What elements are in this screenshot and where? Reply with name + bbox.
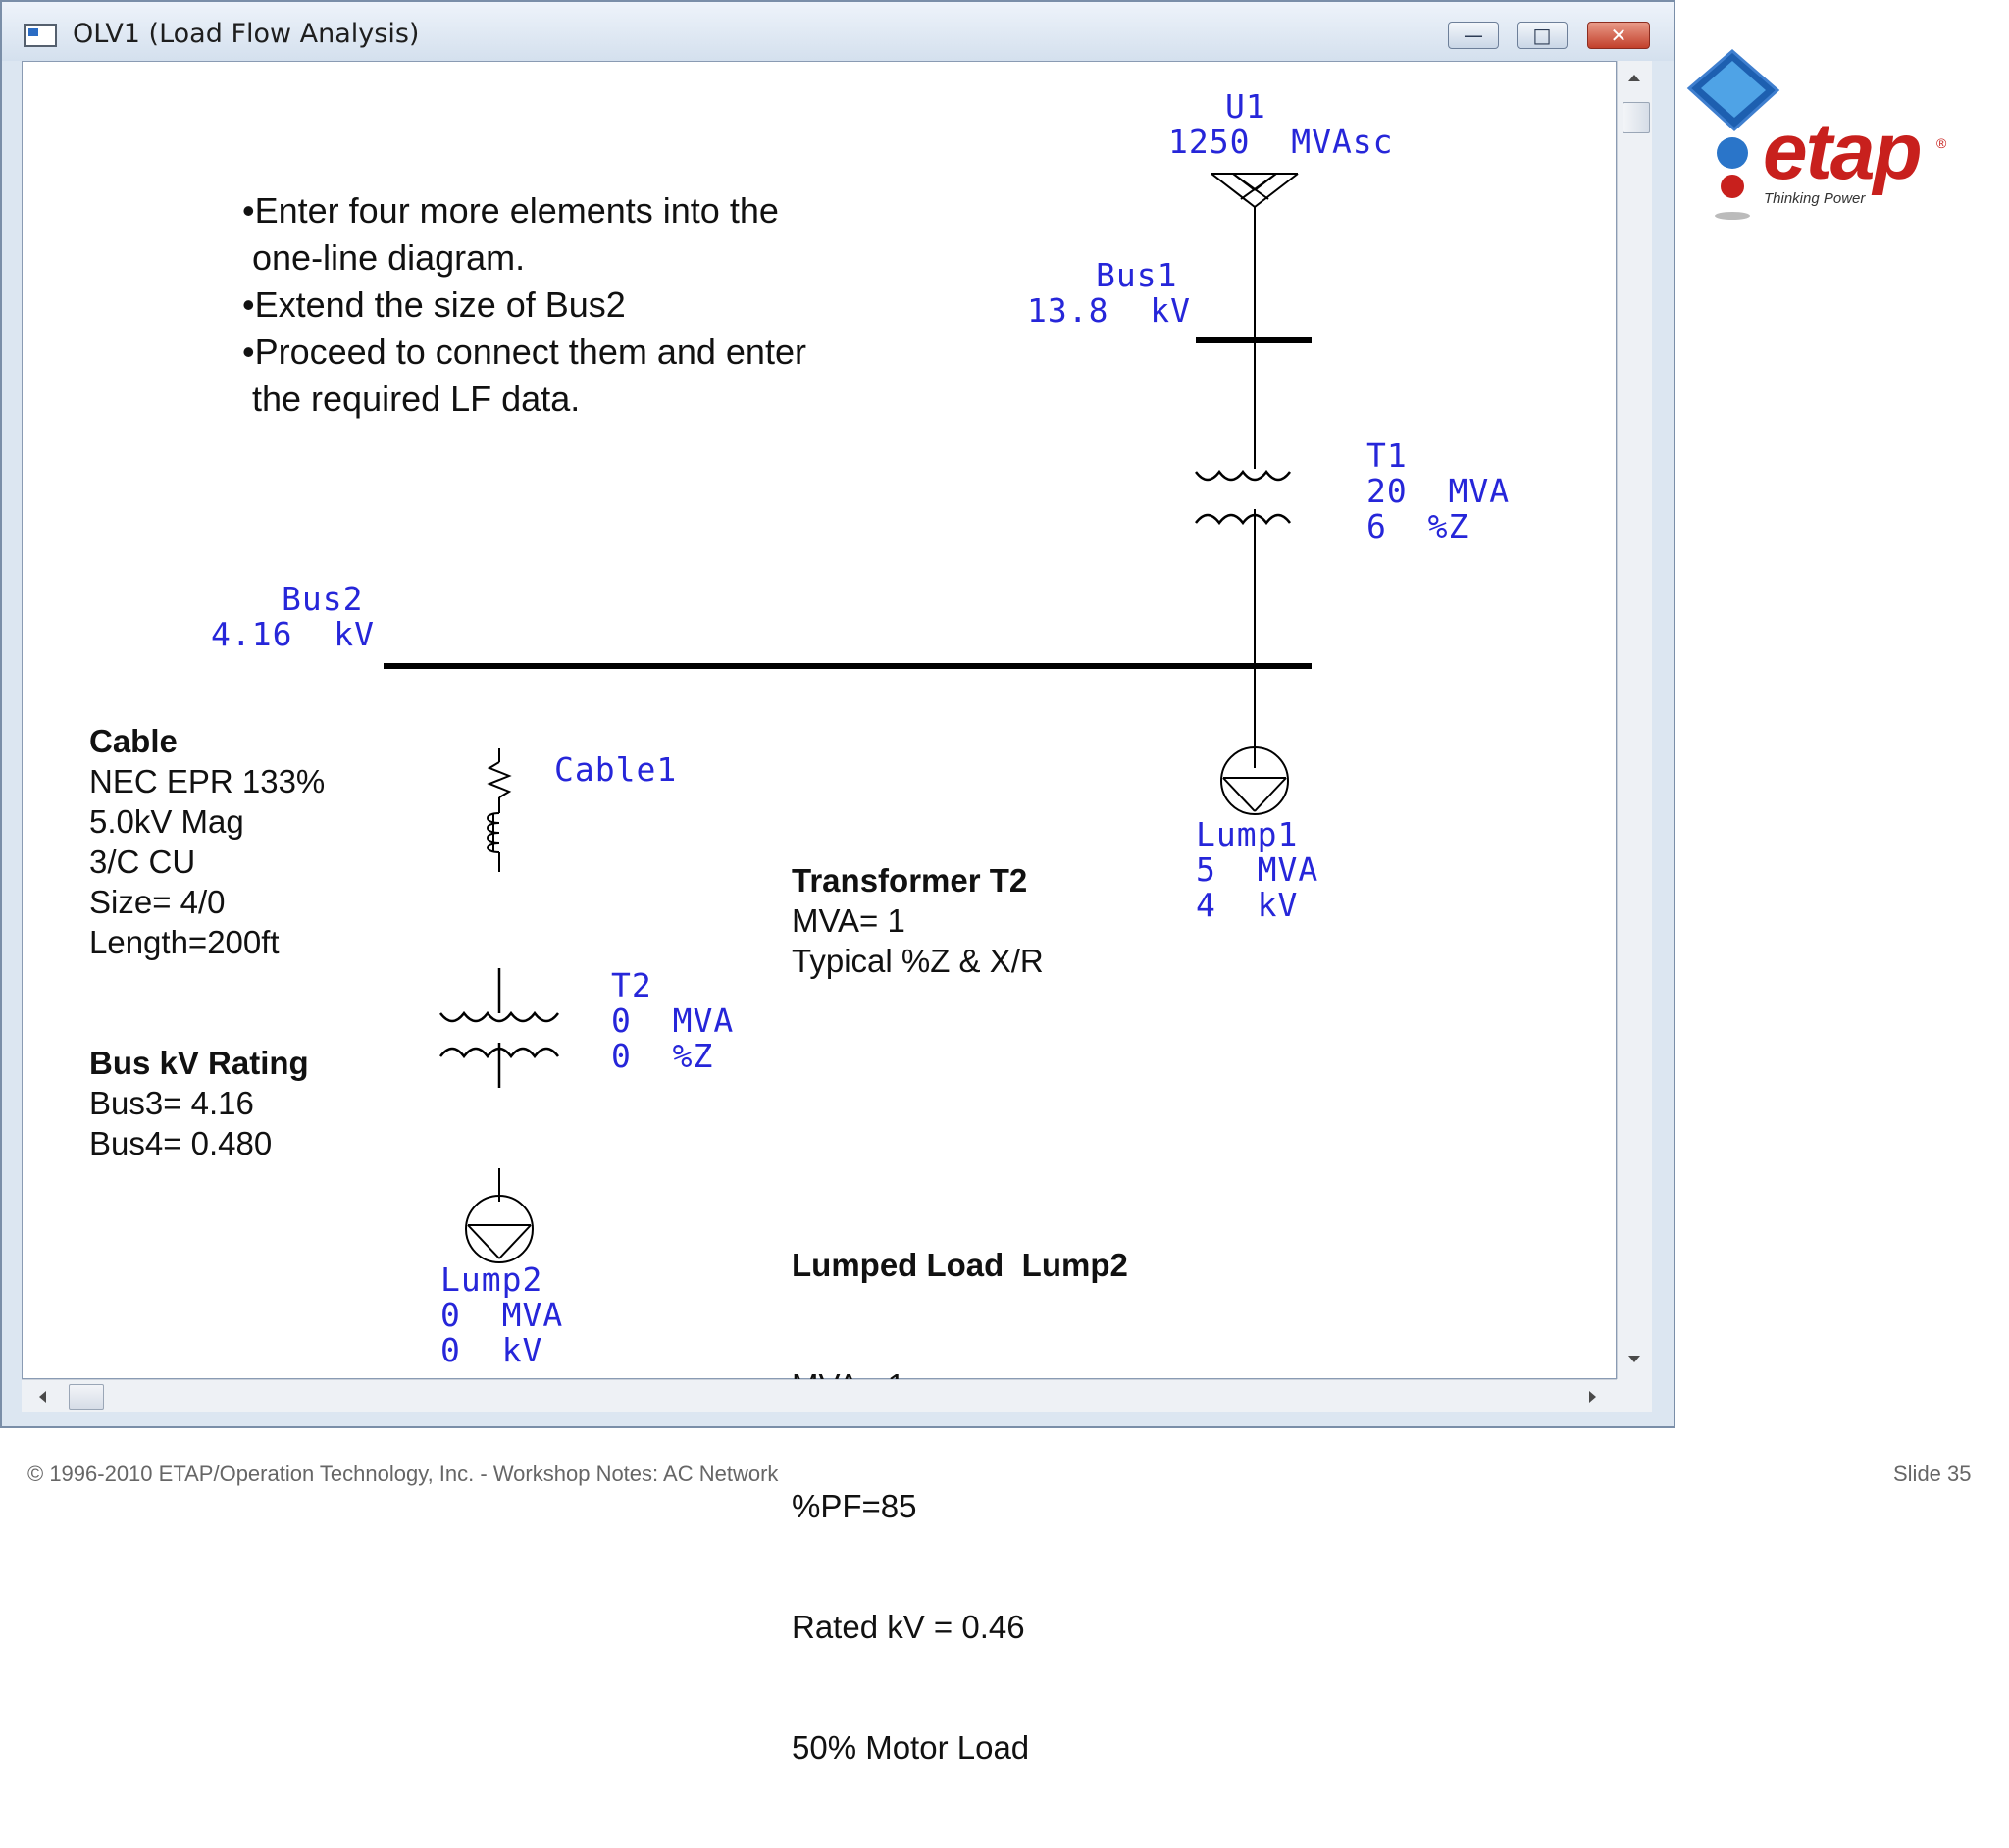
t2-id-label[interactable]: T2 xyxy=(611,966,652,1004)
instruction-notes: •Enter four more elements into the one-l… xyxy=(242,187,806,423)
lump2-info-line: Rated kV = 0.46 xyxy=(792,1609,1025,1645)
utility-u1-symbol[interactable] xyxy=(1211,173,1299,340)
t2-info-line: Typical %Z & X/R xyxy=(792,943,1044,979)
app-window-icon[interactable] xyxy=(24,24,57,47)
lump2-info-heading: Lumped Load Lump2 xyxy=(792,1247,1128,1283)
bus-kv-info-block: Bus kV Rating Bus3= 4.16 Bus4= 0.480 xyxy=(89,1043,309,1163)
t1-id-label[interactable]: T1 xyxy=(1366,436,1408,475)
one-line-diagram-canvas[interactable]: •Enter four more elements into the one-l… xyxy=(22,61,1617,1766)
bus-kv-info-line: Bus3= 4.16 xyxy=(89,1085,254,1121)
footer-copyright: © 1996-2010 ETAP/Operation Technology, I… xyxy=(27,1462,779,1486)
vertical-scrollbar[interactable] xyxy=(1617,61,1652,1379)
lump2-id-label[interactable]: Lump2 xyxy=(440,1260,543,1299)
lump1-kv-label[interactable]: 4 kV xyxy=(1196,886,1299,924)
t2-mva-label[interactable]: 0 MVA xyxy=(611,1001,735,1040)
bus2-kv-label[interactable]: 4.16 kV xyxy=(211,615,375,653)
bus2-id-label[interactable]: Bus2 xyxy=(282,580,364,618)
cable-info-heading: Cable xyxy=(89,723,178,759)
instruction-line: •Enter four more elements into the xyxy=(242,190,779,231)
resize-grip-icon[interactable] xyxy=(1617,1379,1652,1412)
cable-info-block: Cable NEC EPR 133% 5.0kV Mag 3/C CU Size… xyxy=(89,721,325,962)
scroll-up-arrow-icon[interactable] xyxy=(1628,75,1640,81)
horizontal-scroll-thumb[interactable] xyxy=(69,1384,104,1410)
cable-info-line: Length=200ft xyxy=(89,924,280,960)
close-button[interactable]: ✕ xyxy=(1587,22,1650,49)
minimize-button[interactable]: — xyxy=(1448,22,1499,49)
transformer-t1-symbol[interactable] xyxy=(1195,469,1291,526)
cable-info-line: NEC EPR 133% xyxy=(89,763,326,799)
etap-logo-tagline: Thinking Power xyxy=(1764,190,1866,207)
scroll-left-arrow-icon[interactable] xyxy=(39,1391,46,1403)
etap-globe-icon xyxy=(1686,49,1780,220)
cable-info-line: 3/C CU xyxy=(89,844,196,880)
footer-slide-number: Slide 35 xyxy=(1893,1462,1972,1486)
lumped-load-lump2-symbol[interactable] xyxy=(465,1168,534,1263)
vertical-scroll-thumb[interactable] xyxy=(1623,102,1650,133)
lump2-info-line: 50% Motor Load xyxy=(792,1729,1030,1766)
cable-info-line: Size= 4/0 xyxy=(89,884,226,920)
bus1-id-label[interactable]: Bus1 xyxy=(1096,256,1178,294)
etap-logo: etap Thinking Power ® xyxy=(1679,47,1954,233)
lump1-id-label[interactable]: Lump1 xyxy=(1196,815,1299,853)
one-line-diagram xyxy=(384,173,1312,1263)
maximize-button[interactable]: □ xyxy=(1517,22,1568,49)
lump2-mva-label[interactable]: 0 MVA xyxy=(440,1296,564,1334)
scroll-right-arrow-icon[interactable] xyxy=(1589,1391,1596,1403)
cable1-symbol[interactable] xyxy=(487,748,512,872)
bus-kv-info-heading: Bus kV Rating xyxy=(89,1045,309,1081)
instruction-line: •Proceed to connect them and enter xyxy=(242,332,806,372)
cable1-id-label[interactable]: Cable1 xyxy=(554,750,678,789)
lump2-kv-label[interactable]: 0 kV xyxy=(440,1331,543,1369)
transformer-t2-symbol[interactable] xyxy=(439,968,559,1088)
bus-kv-info-line: Bus4= 0.480 xyxy=(89,1125,273,1161)
horizontal-scrollbar[interactable] xyxy=(22,1379,1617,1412)
instruction-line: •Extend the size of Bus2 xyxy=(242,284,626,325)
etap-logo-text: etap xyxy=(1763,107,1923,196)
t1-z-label[interactable]: 6 %Z xyxy=(1366,507,1469,545)
t2-info-block: Transformer T2 MVA= 1 Typical %Z & X/R xyxy=(792,860,1044,981)
t1-mva-label[interactable]: 20 MVA xyxy=(1366,472,1511,510)
lump1-mva-label[interactable]: 5 MVA xyxy=(1196,850,1319,889)
scroll-down-arrow-icon[interactable] xyxy=(1628,1356,1640,1362)
window-title: OLV1 (Load Flow Analysis) xyxy=(73,19,420,49)
bus1-kv-label[interactable]: 13.8 kV xyxy=(1027,291,1191,330)
t2-info-heading: Transformer T2 xyxy=(792,862,1028,898)
t2-z-label[interactable]: 0 %Z xyxy=(611,1037,714,1075)
registered-mark: ® xyxy=(1936,135,1947,151)
lumped-load-lump1-symbol[interactable] xyxy=(1220,746,1289,815)
u1-id-label[interactable]: U1 xyxy=(1225,87,1266,126)
t2-info-line: MVA= 1 xyxy=(792,902,905,939)
title-bar[interactable]: OLV1 (Load Flow Analysis) — □ ✕ xyxy=(2,2,1674,61)
instruction-line: one-line diagram. xyxy=(242,237,526,278)
u1-rating-label[interactable]: 1250 MVAsc xyxy=(1168,123,1394,161)
instruction-line: the required LF data. xyxy=(242,379,581,419)
olv1-window: OLV1 (Load Flow Analysis) — □ ✕ xyxy=(0,0,1675,1766)
cable-info-line: 5.0kV Mag xyxy=(89,803,244,840)
